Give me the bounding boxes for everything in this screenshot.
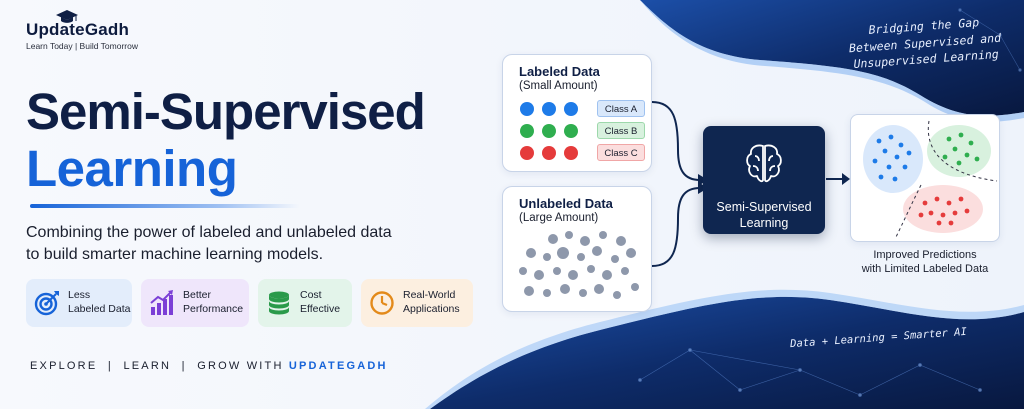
- target-icon: [34, 291, 59, 316]
- class-b-badge: Class B: [597, 122, 645, 139]
- feature-better-performance: Better Performance: [141, 279, 249, 327]
- graduation-cap-icon: [56, 10, 78, 23]
- brand-logo[interactable]: UpdateGadh Learn Today | Build Tomorrow: [26, 10, 138, 51]
- predictions-label-line2: with Limited Labeled Data: [861, 263, 989, 276]
- feature-label: Cost Effective: [300, 289, 341, 315]
- labeled-dots: [520, 102, 578, 160]
- unlabeled-dots: [519, 231, 639, 299]
- class-c-badge: Class C: [597, 144, 645, 161]
- footer-tagline: EXPLORE | LEARN | GROW WITH UPDATEGADH: [30, 360, 388, 372]
- predictions-label-line1: Improved Predictions: [873, 249, 977, 261]
- footer-brand: UPDATEGADH: [288, 360, 388, 372]
- core-label-line2: Learning: [739, 215, 789, 230]
- title-underline: [30, 204, 300, 208]
- core-label-line1: Semi-Supervised: [716, 200, 812, 214]
- labeled-data-title: Labeled Data: [519, 64, 600, 79]
- feature-label: Less Labeled Data: [68, 289, 131, 315]
- feature-label: Better Performance: [183, 289, 244, 315]
- feature-cost-effective: Cost Effective: [258, 279, 352, 327]
- subtitle-line1: Combining the power of labeled and unlab…: [26, 224, 392, 241]
- unlabeled-data-card: Unlabeled Data (Large Amount): [502, 186, 652, 312]
- feature-real-world-applications: Real-World Applications: [361, 279, 473, 327]
- predictions-card: [850, 114, 1000, 242]
- cluster-plot: [863, 120, 998, 240]
- brand-tagline: Learn Today | Build Tomorrow: [26, 41, 138, 51]
- footer-prefix: EXPLORE | LEARN | GROW WITH: [30, 360, 289, 372]
- page-title-line2: Learning: [26, 140, 238, 197]
- class-a-badge: Class A: [597, 100, 645, 117]
- unlabeled-data-title: Unlabeled Data: [519, 196, 613, 211]
- subtitle: Combining the power of labeled and unlab…: [26, 222, 466, 265]
- page-title-line1: Semi-Supervised: [26, 83, 426, 140]
- feature-label: Real-World Applications: [403, 289, 460, 315]
- unlabeled-data-subtitle: (Large Amount): [519, 212, 599, 224]
- brand-name: UpdateGadh: [26, 20, 130, 39]
- subtitle-line2: to build smarter machine learning models…: [26, 245, 324, 263]
- labeled-data-card: Labeled Data (Small Amount) Class A Clas…: [502, 54, 652, 172]
- coin-stack-icon: [269, 291, 289, 315]
- brain-icon: [746, 144, 782, 183]
- clock-icon: [370, 291, 394, 315]
- output-arrow: [826, 173, 850, 185]
- labeled-data-subtitle: (Small Amount): [519, 80, 598, 92]
- feature-less-labeled-data: Less Labeled Data: [26, 279, 132, 327]
- bar-chart-icon: [150, 290, 173, 315]
- predictions-label: Improved Predictions with Limited Labele…: [840, 248, 1010, 277]
- core-label: Semi-Supervised Learning: [703, 200, 825, 231]
- semi-supervised-core: Semi-Supervised Learning: [703, 126, 825, 234]
